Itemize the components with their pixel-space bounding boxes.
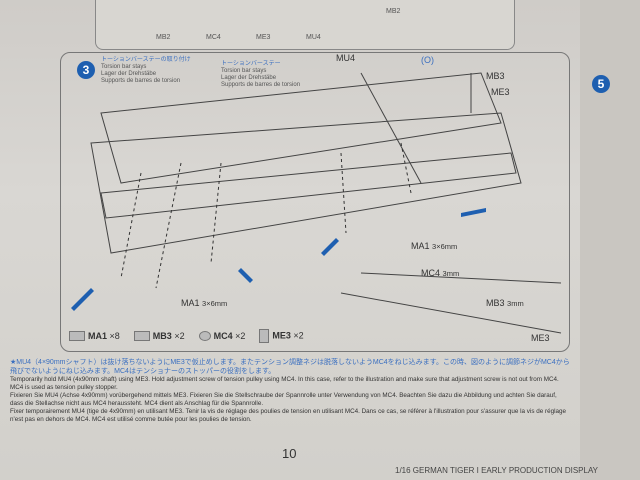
label-mu4: MU4 (336, 53, 356, 63)
parts-legend: MA1 ×8 MB3 ×2 MC4 ×2 ME3 ×2 (69, 325, 304, 347)
legend-item: ME3 ×2 (259, 329, 304, 343)
label-mb3-detail: MB3 3mm (486, 298, 524, 308)
step-5-badge: 5 (592, 75, 610, 93)
part-label: MU4 (306, 34, 321, 41)
nut-icon (198, 331, 211, 342)
part-label: MB2 (156, 34, 171, 41)
legend-item: MB3 ×2 (133, 331, 185, 342)
label-ma1-right: MA1 3×6mm (411, 241, 458, 251)
footer-title: 1/16 GERMAN TIGER I EARLY PRODUCTION DIS… (395, 466, 599, 475)
label-mb3: MB3 (486, 71, 505, 81)
previous-step-box: MB2 MB2 MC4 ME3 MU4 (95, 0, 515, 50)
label-ma1-left: MA1 3×6mm (181, 298, 228, 308)
screw-icon (133, 331, 150, 342)
legend-item: MC4 ×2 (198, 331, 245, 342)
page-number: 10 (282, 446, 297, 461)
label-me3: ME3 (491, 87, 510, 97)
legend-item: MA1 ×8 (69, 331, 120, 342)
label-mc4: MC4 3mm (421, 268, 460, 278)
part-label: ME3 (256, 34, 271, 41)
step-number-badge: 3 (77, 61, 95, 79)
label-o: (O) (421, 55, 434, 65)
adjacent-page: 5 (580, 0, 640, 480)
screw-icon (69, 331, 85, 342)
collar-icon (259, 329, 270, 343)
instruction-text: ★MU4（4×90mmシャフト）は抜け落ちないようにME3で仮止めします。またテ… (10, 359, 570, 423)
assembly-diagram (71, 72, 562, 334)
part-label: MC4 (206, 34, 221, 41)
label-me3-detail: ME3 (531, 333, 550, 343)
part-label: MB2 (386, 8, 401, 15)
